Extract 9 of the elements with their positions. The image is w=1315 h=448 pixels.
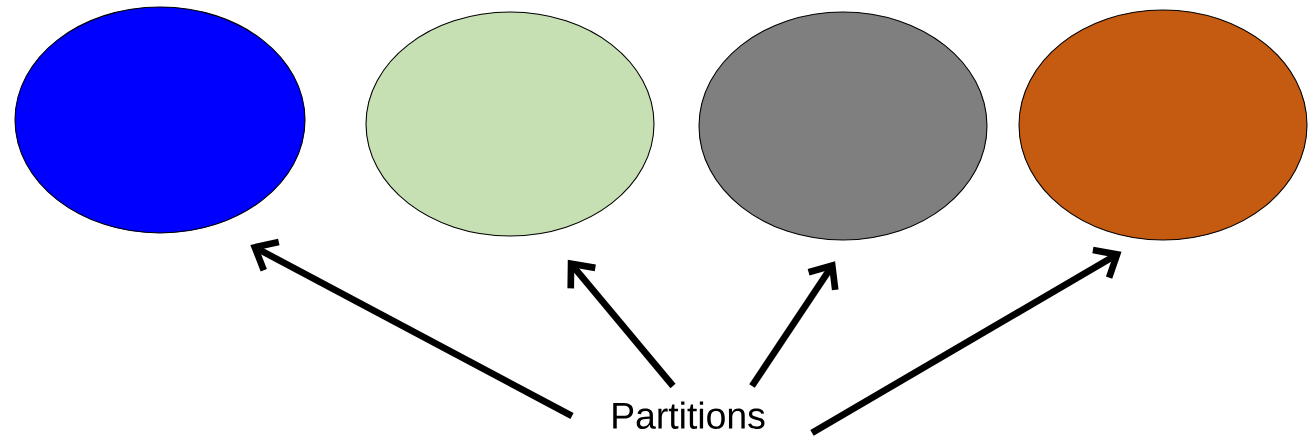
arrow (567, 259, 676, 389)
arrow (810, 246, 1122, 436)
ellipse (14, 6, 306, 234)
label-text: Partitions (613, 401, 765, 429)
ellipse (1018, 9, 1308, 241)
arrow (250, 238, 574, 419)
ellipse (365, 11, 655, 237)
ellipse (698, 11, 988, 241)
arrow (749, 261, 839, 388)
